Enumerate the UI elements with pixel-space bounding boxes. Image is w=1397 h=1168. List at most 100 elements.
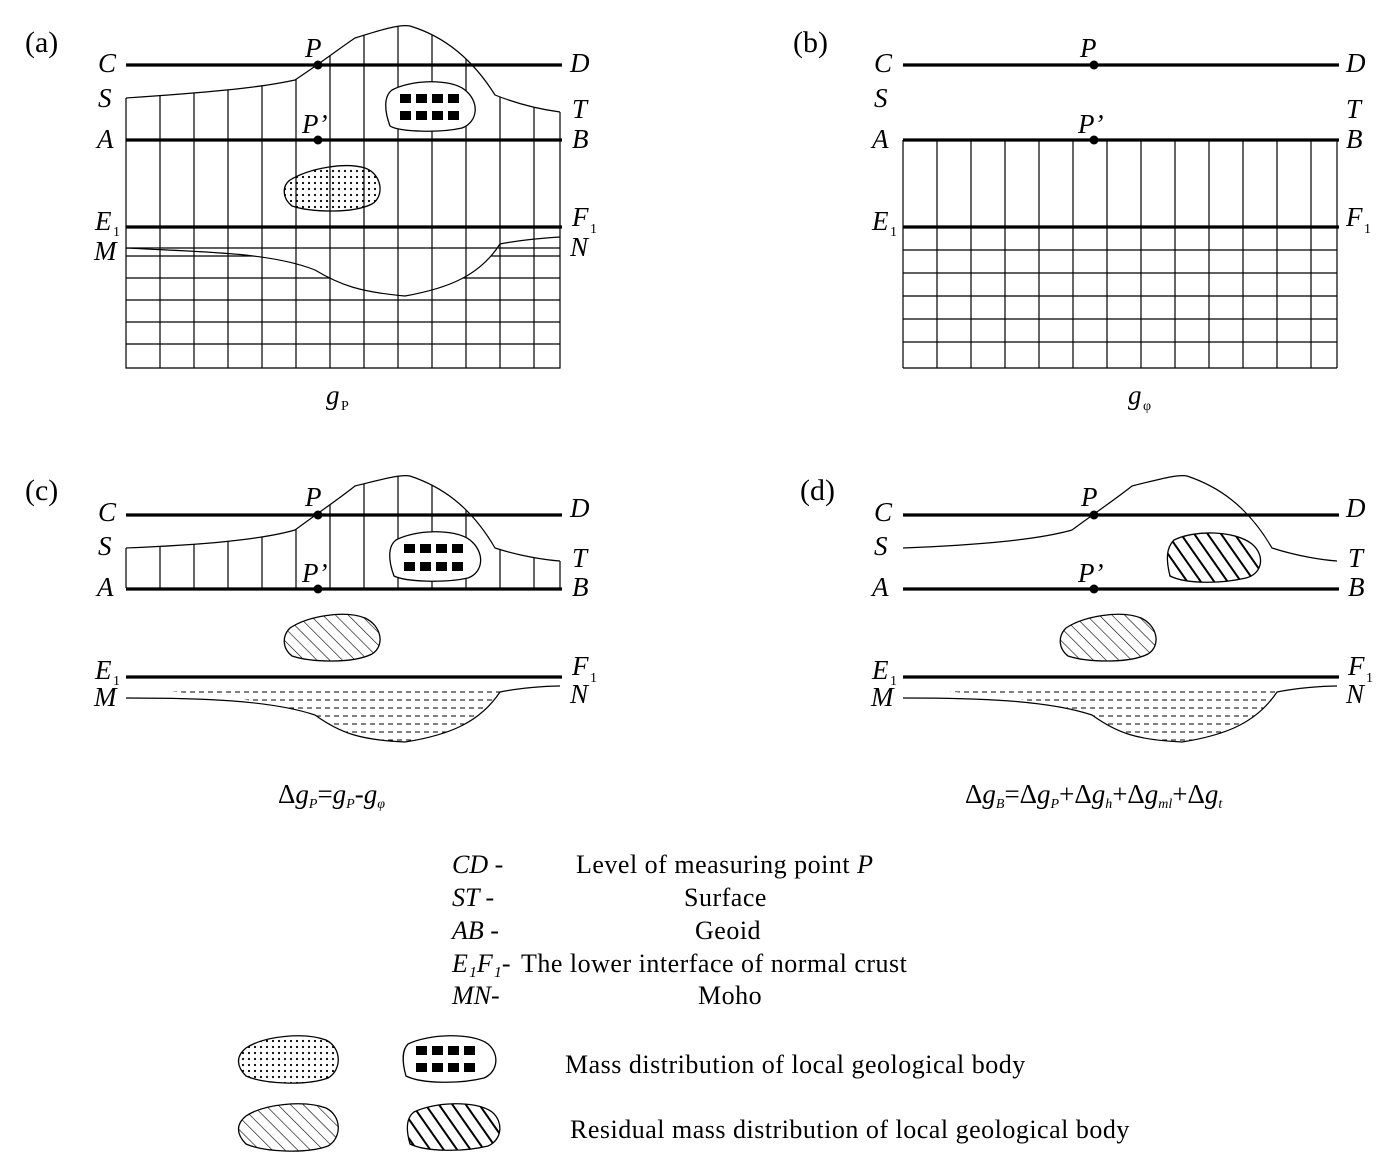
panel-b-label-f: F bbox=[1345, 202, 1363, 232]
panel-d-label-c: C bbox=[874, 497, 893, 527]
legend-text-cd: Level of measuring point P bbox=[576, 850, 874, 879]
panel-c: (c) C D S bbox=[25, 474, 597, 812]
panel-a-label-a: A bbox=[95, 124, 114, 154]
panel-c-label-c: C bbox=[98, 497, 117, 527]
panel-a-caption: g bbox=[326, 380, 340, 410]
panel-b-tag: (b) bbox=[793, 26, 828, 59]
panel-b-label-d: D bbox=[1345, 48, 1366, 78]
panel-b-label-p-prime: P’ bbox=[1077, 109, 1103, 139]
panel-d-formula: ΔgB=ΔgP+Δgh+Δgml+Δgt bbox=[965, 779, 1223, 812]
panel-a-label-f: F bbox=[571, 202, 589, 232]
panel-c-label-d: D bbox=[569, 493, 590, 523]
panel-a-label-c: C bbox=[98, 48, 117, 78]
panel-a-dense-blocks bbox=[400, 94, 459, 120]
panel-c-moho-dashes bbox=[126, 686, 560, 742]
panel-c-dense-blocks bbox=[404, 544, 463, 571]
panel-a-moho-line bbox=[125, 236, 561, 297]
panel-d-label-a: A bbox=[870, 572, 889, 602]
panel-c-label-m: M bbox=[93, 682, 118, 712]
panel-c-formula: ΔgP=gP-gφ bbox=[278, 779, 385, 812]
panel-d-label-t: T bbox=[1348, 543, 1365, 573]
panel-b-point-p bbox=[1089, 60, 1099, 70]
panel-b-label-e-sub: 1 bbox=[890, 225, 897, 240]
panel-d: (d) C D S T A B E 1 F 1 M N P P’ ΔgB=ΔgP… bbox=[800, 474, 1373, 812]
panel-d-point-p-prime bbox=[1089, 584, 1099, 594]
panel-b: (b) C D S T A B bbox=[793, 26, 1371, 414]
panel-d-label-m: M bbox=[870, 682, 895, 712]
panel-b-lower-grid bbox=[903, 227, 1337, 369]
panel-a-dense-body bbox=[385, 81, 476, 132]
panel-b-label-b: B bbox=[1346, 124, 1363, 154]
panel-a-label-p-prime: P’ bbox=[301, 109, 327, 139]
panel-a-surface-line bbox=[125, 25, 561, 113]
panel-a-label-m: M bbox=[93, 236, 118, 266]
legend-code-ef: E₁F₁- bbox=[451, 949, 511, 978]
panel-b-label-f-sub: 1 bbox=[1364, 222, 1371, 237]
panel-d-tag: (d) bbox=[800, 474, 835, 507]
panel-a-label-d: D bbox=[569, 48, 590, 78]
panel-b-point-p-prime bbox=[1089, 135, 1099, 145]
panel-a-label-e-sub: 1 bbox=[113, 225, 120, 240]
panel-c-label-n: N bbox=[569, 679, 590, 709]
legend-hatched-swatch bbox=[237, 1103, 339, 1152]
panel-c-label-p: P bbox=[304, 482, 322, 512]
panel-d-label-s: S bbox=[874, 531, 888, 561]
legend-text-ab: Geoid bbox=[695, 916, 761, 945]
panel-a: (a) bbox=[25, 25, 597, 414]
legend-dense-swatch bbox=[402, 1035, 497, 1083]
panel-a-label-f-sub: 1 bbox=[590, 222, 597, 237]
panel-a-label-e: E bbox=[94, 206, 112, 236]
panel-a-label-b: B bbox=[572, 124, 589, 154]
panel-a-label-s: S bbox=[98, 83, 112, 113]
panel-c-label-b: B bbox=[572, 572, 589, 602]
panel-b-vertical-grid bbox=[902, 140, 1338, 368]
panel-a-caption-sub: P bbox=[341, 399, 349, 414]
panel-d-label-b: B bbox=[1348, 572, 1365, 602]
panel-c-hatched-body bbox=[283, 613, 381, 662]
panel-a-tag: (a) bbox=[25, 26, 58, 59]
panel-d-label-p-prime: P’ bbox=[1077, 558, 1103, 588]
panel-c-surface-line bbox=[125, 475, 561, 562]
panel-c-label-p-prime: P’ bbox=[301, 558, 327, 588]
panel-d-moho-line bbox=[902, 685, 1338, 743]
panel-a-frame bbox=[125, 98, 561, 369]
legend-code-cd: CD - bbox=[452, 850, 503, 879]
panel-c-label-f-sub: 1 bbox=[590, 671, 597, 686]
panel-d-surface-line bbox=[902, 475, 1338, 562]
panel-d-label-n: N bbox=[1345, 679, 1366, 709]
panel-c-label-e-sub: 1 bbox=[113, 674, 120, 689]
panel-d-label-f: F bbox=[1347, 651, 1365, 681]
panel-d-label-f-sub: 1 bbox=[1366, 671, 1373, 686]
panel-a-point-p-prime bbox=[313, 135, 323, 145]
panel-b-label-a: A bbox=[870, 124, 889, 154]
panel-b-label-c: C bbox=[874, 48, 893, 78]
panel-c-label-f: F bbox=[571, 651, 589, 681]
panel-d-moho-dashes bbox=[903, 686, 1337, 742]
panel-c-point-p bbox=[313, 510, 323, 520]
legend-code-st: ST - bbox=[452, 883, 494, 912]
panel-a-label-p: P bbox=[304, 33, 322, 63]
panel-b-label-e: E bbox=[871, 206, 889, 236]
legend-dense-blocks bbox=[416, 1046, 475, 1072]
panel-c-dense-body bbox=[389, 531, 482, 582]
panel-c-label-e: E bbox=[94, 655, 112, 685]
panel-b-label-s: S bbox=[874, 83, 888, 113]
panel-b-caption-sub: φ bbox=[1143, 399, 1151, 414]
legend-code-ab: AB - bbox=[450, 916, 499, 945]
panel-d-thick-hatched-body bbox=[1166, 532, 1262, 583]
panel-c-point-p-prime bbox=[313, 584, 323, 594]
panel-a-label-t: T bbox=[572, 94, 589, 124]
panel-c-moho-line bbox=[125, 685, 561, 743]
legend-dotted-swatch bbox=[237, 1035, 339, 1084]
legend-swatch-text-residual: Residual mass distribution of local geol… bbox=[570, 1115, 1130, 1144]
legend-swatch-text-mass: Mass distribution of local geological bo… bbox=[565, 1050, 1026, 1079]
panel-b-caption: g bbox=[1128, 380, 1142, 410]
panel-d-label-e-sub: 1 bbox=[890, 674, 897, 689]
panel-a-horizontal-grid bbox=[126, 255, 560, 345]
panel-a-point-p bbox=[313, 60, 323, 70]
panel-d-point-p bbox=[1089, 510, 1099, 520]
panel-d-label-p: P bbox=[1080, 482, 1098, 512]
legend-text-ef: The lower interface of normal crust bbox=[521, 949, 908, 978]
panel-d-hatched-body bbox=[1059, 613, 1157, 662]
